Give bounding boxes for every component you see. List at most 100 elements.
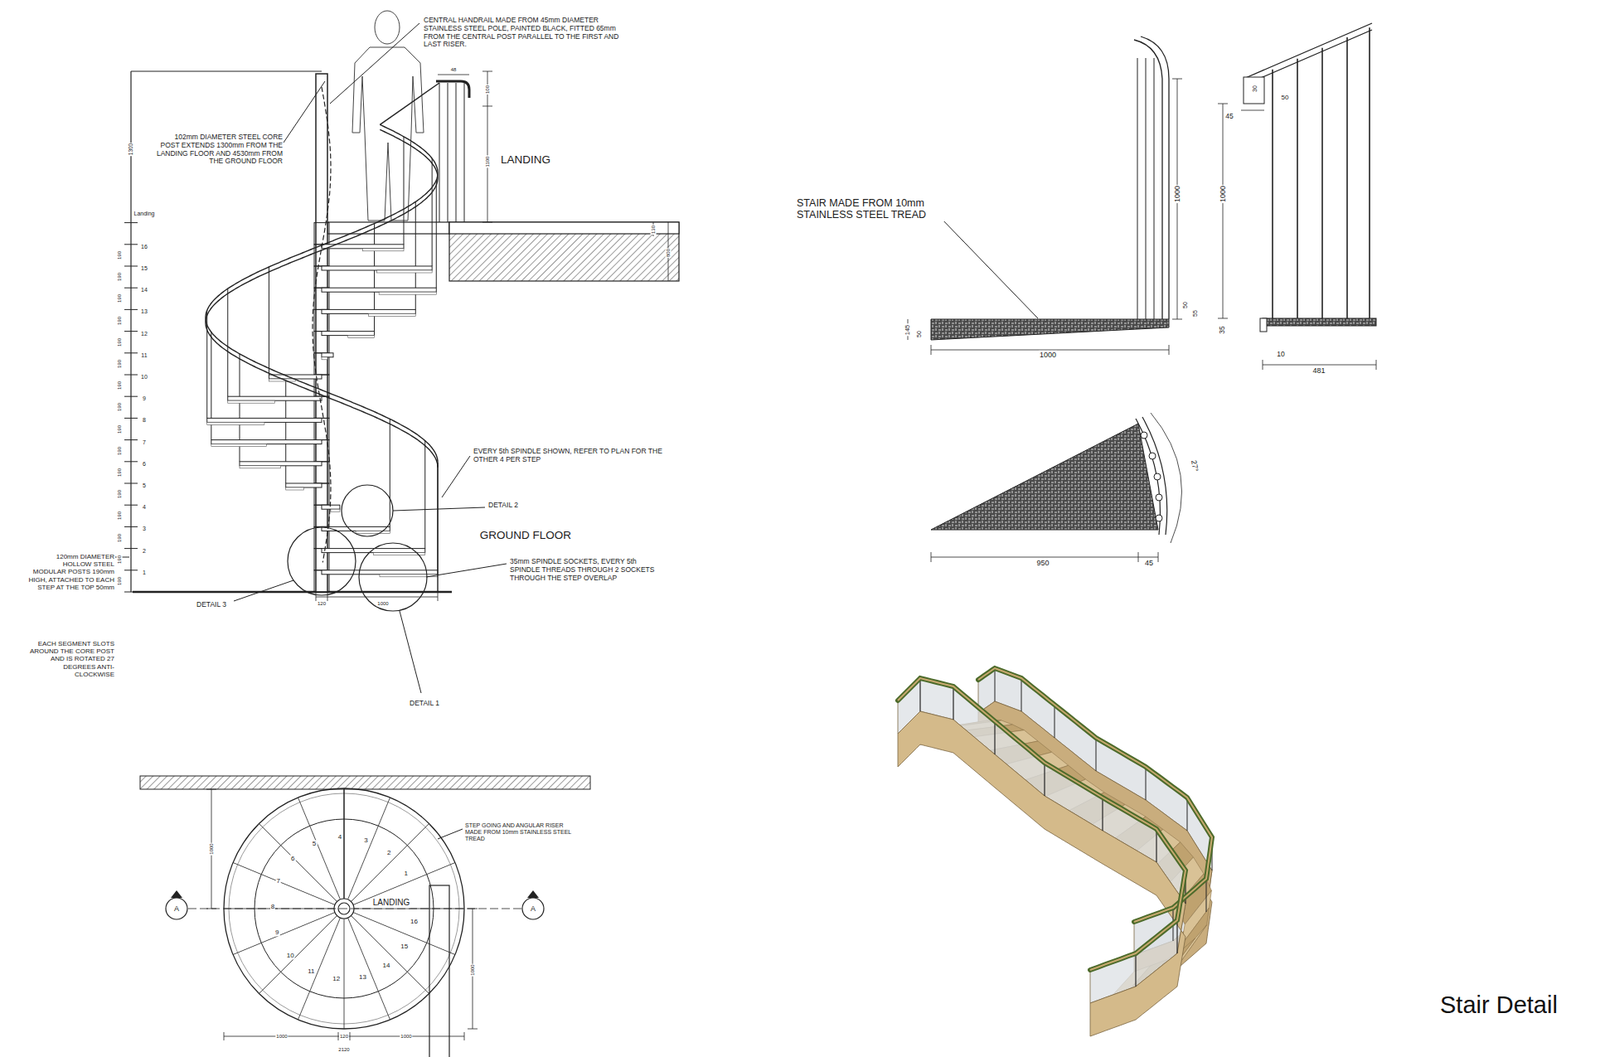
note-text: EACH SEGMENT SLOTS AROUND THE CORE POST …	[27, 640, 116, 679]
handrail	[1243, 23, 1373, 79]
stair-tread	[321, 331, 375, 336]
render-post	[1101, 797, 1103, 831]
dimension-tick	[930, 552, 932, 563]
dimension-label: 55	[1192, 309, 1199, 318]
dimension-label: 190	[116, 467, 123, 478]
dimension-tick	[124, 374, 138, 376]
stair-tread	[286, 483, 322, 488]
dimension-tick	[124, 417, 138, 419]
spindle	[424, 441, 426, 549]
dimension-tick	[1138, 552, 1140, 563]
tread-plan	[930, 423, 1159, 530]
render-post	[1155, 829, 1157, 863]
step-number: 3	[141, 525, 147, 533]
dimension-label: 1100	[484, 155, 491, 169]
section-label: A	[173, 904, 180, 913]
step-number: 13	[358, 973, 368, 981]
dimension-label: 50	[1182, 300, 1189, 310]
spindle	[285, 375, 287, 484]
detail-label: DETAIL 3	[195, 601, 228, 610]
landing-slab	[449, 222, 679, 282]
render-post	[1134, 953, 1136, 987]
spindle	[1153, 58, 1155, 320]
dimension-label: 190	[116, 293, 123, 304]
step-number: 1	[403, 869, 409, 878]
spindle	[1346, 37, 1348, 319]
dimension-label: 950	[1035, 558, 1050, 568]
handrail	[205, 129, 438, 467]
leader-line	[426, 563, 507, 577]
step-number: 10	[286, 951, 296, 960]
dimension-tick	[124, 287, 138, 289]
leader-line	[399, 610, 422, 694]
dimension-tick	[482, 106, 493, 107]
render-post	[919, 678, 921, 712]
dimension-label: 10	[1275, 350, 1285, 359]
stair-tread	[211, 440, 322, 445]
stair-tread	[227, 396, 322, 401]
stair-riser	[330, 509, 340, 512]
central-handrail	[312, 87, 331, 563]
dimension-tick	[124, 439, 138, 441]
handrail	[1134, 39, 1163, 320]
section-marker	[522, 897, 544, 920]
step-number: 2	[141, 547, 147, 555]
dimension-label: 190	[116, 423, 123, 434]
dimension-tick	[206, 789, 217, 791]
stair-riser	[286, 487, 305, 490]
stair-riser	[239, 465, 281, 469]
spindle	[1296, 58, 1299, 319]
dimension-label: 190	[116, 402, 123, 413]
dimension-label: 1000	[208, 842, 215, 855]
dimension-tick	[1217, 318, 1228, 320]
floor-label: GROUND FLOOR	[479, 528, 573, 543]
tread-section	[1262, 318, 1377, 326]
dimension-tick	[467, 908, 478, 910]
dimension-tick	[437, 592, 439, 602]
dimension-tick	[124, 243, 138, 245]
step-number: 16	[409, 918, 419, 927]
dimension-label: 190	[116, 250, 123, 261]
dimension-label: 1000	[275, 1033, 288, 1040]
dimension-line	[1222, 103, 1224, 319]
dimension-label: 1000	[1038, 350, 1057, 359]
tread-bracket	[1260, 318, 1267, 332]
stair-riser	[227, 400, 276, 403]
dimension-label: 27°	[1189, 458, 1201, 473]
dimension-label: 120	[339, 1033, 350, 1040]
dimension-label: 190	[116, 358, 123, 369]
spindle	[1140, 431, 1148, 439]
detail-circle	[287, 527, 356, 596]
dimension-label: 1000	[470, 963, 476, 976]
dimension-label: 190	[116, 337, 123, 348]
step-number: 15	[399, 942, 409, 951]
spindle	[1155, 494, 1163, 501]
step-number: 14	[382, 962, 392, 970]
spindle	[402, 136, 404, 245]
step-number: 5	[141, 482, 147, 490]
step-number: 9	[141, 395, 147, 403]
dimension-label: 30	[1251, 84, 1259, 93]
wall-hatch	[140, 775, 591, 790]
note-text: CENTRAL HANDRAIL MADE FROM 45mm DIAMETER…	[422, 16, 624, 49]
note-text: STAIR MADE FROM 10mm STAINLESS STEEL TRE…	[795, 197, 972, 222]
spindle	[431, 158, 433, 267]
spindle	[436, 179, 437, 288]
section-label: A	[529, 904, 537, 913]
dimension-tick	[124, 330, 138, 332]
step-number: 5	[311, 839, 317, 848]
spindle	[1368, 27, 1371, 319]
dimension-label: 1000	[1218, 184, 1227, 204]
dimension-tick	[482, 222, 493, 224]
spindle	[268, 266, 270, 375]
dimension-label: 45	[1224, 112, 1234, 122]
dimension-label: 2120	[337, 1047, 350, 1053]
dimension-tick	[124, 460, 138, 462]
dimension-tick	[327, 592, 329, 602]
dimension-label: 190	[116, 380, 123, 391]
dimension-label: 120	[316, 601, 327, 607]
stair-riser	[207, 421, 265, 425]
dimension-label: 100	[484, 84, 491, 95]
render-post	[1206, 878, 1208, 912]
dimension-tick	[124, 547, 138, 549]
